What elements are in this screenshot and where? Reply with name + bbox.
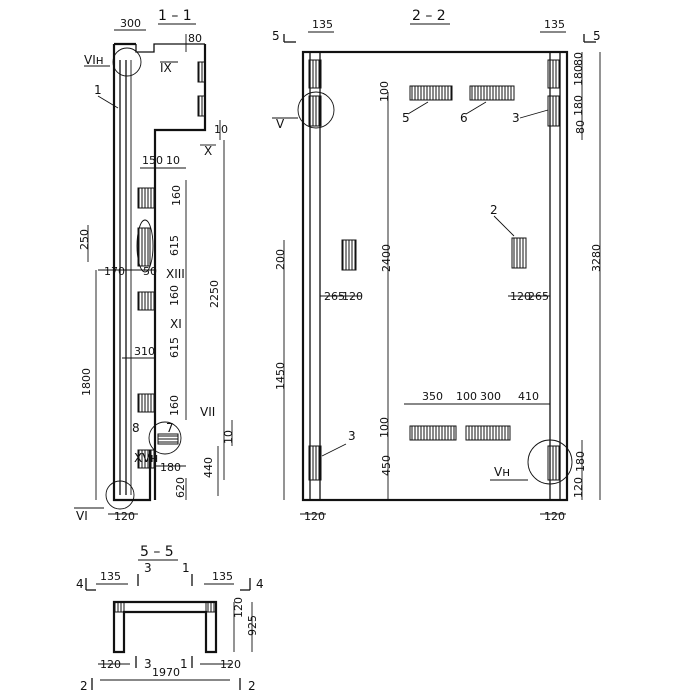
section-1-1: 1 – 1 300 80 10 150 10 bbox=[74, 8, 235, 523]
mark-x: X bbox=[204, 144, 212, 158]
svg-text:450: 450 bbox=[380, 455, 393, 476]
svg-text:180: 180 bbox=[572, 95, 585, 116]
svg-text:615: 615 bbox=[168, 235, 181, 256]
svg-text:120: 120 bbox=[544, 510, 565, 523]
detail-circle-vn bbox=[527, 439, 573, 485]
svg-text:160: 160 bbox=[170, 185, 183, 206]
svg-text:100: 100 bbox=[378, 81, 391, 102]
mark-3a: 3 bbox=[512, 111, 520, 125]
svg-text:120: 120 bbox=[510, 290, 531, 303]
svg-text:10: 10 bbox=[166, 154, 180, 167]
svg-text:265: 265 bbox=[324, 290, 345, 303]
section-2-2: 2 – 2 5 5 135 135 bbox=[272, 8, 603, 523]
mark-vi: VI bbox=[76, 509, 88, 523]
svg-text:300: 300 bbox=[480, 390, 501, 403]
svg-text:100: 100 bbox=[456, 390, 477, 403]
svg-text:350: 350 bbox=[422, 390, 443, 403]
svg-text:120: 120 bbox=[572, 477, 585, 498]
svg-text:120: 120 bbox=[342, 290, 363, 303]
mark-ix: IX bbox=[160, 61, 172, 75]
mark-7: 7 bbox=[166, 421, 174, 435]
detail-circle-vi bbox=[105, 480, 135, 510]
svg-text:1: 1 bbox=[182, 561, 190, 575]
svg-text:1450: 1450 bbox=[274, 362, 287, 390]
detail-circle-v bbox=[297, 91, 335, 129]
mark-5: 5 bbox=[402, 111, 410, 125]
svg-text:5: 5 bbox=[272, 29, 280, 43]
svg-text:170: 170 bbox=[104, 265, 125, 278]
svg-text:150: 150 bbox=[142, 154, 163, 167]
svg-text:180: 180 bbox=[574, 451, 587, 472]
svg-text:120: 120 bbox=[220, 658, 241, 671]
svg-text:3: 3 bbox=[144, 561, 152, 575]
svg-text:135: 135 bbox=[212, 570, 233, 583]
mark-v: V bbox=[276, 117, 285, 131]
mark-vin-top: VIн bbox=[84, 53, 104, 67]
svg-text:135: 135 bbox=[100, 570, 121, 583]
svg-text:135: 135 bbox=[312, 18, 333, 31]
svg-text:180: 180 bbox=[160, 461, 181, 474]
svg-text:4: 4 bbox=[256, 577, 264, 591]
mark-xiii: XIII bbox=[166, 267, 185, 281]
svg-text:4: 4 bbox=[76, 577, 84, 591]
svg-text:620: 620 bbox=[174, 477, 187, 498]
svg-text:200: 200 bbox=[274, 249, 287, 270]
section-5-5-title: 5 – 5 bbox=[140, 544, 174, 560]
svg-text:80: 80 bbox=[188, 32, 202, 45]
mark-6: 6 bbox=[460, 111, 468, 125]
svg-text:265: 265 bbox=[528, 290, 549, 303]
svg-text:160: 160 bbox=[168, 395, 181, 416]
svg-text:410: 410 bbox=[518, 390, 539, 403]
svg-text:10: 10 bbox=[214, 123, 228, 136]
svg-text:3: 3 bbox=[144, 657, 152, 671]
svg-text:2: 2 bbox=[248, 679, 256, 693]
detail-circle-7 bbox=[148, 421, 182, 455]
mark-8: 8 bbox=[132, 421, 140, 435]
mark-xi: XI bbox=[170, 317, 182, 331]
svg-text:120: 120 bbox=[114, 510, 135, 523]
svg-text:615: 615 bbox=[168, 337, 181, 358]
svg-text:1970: 1970 bbox=[152, 666, 180, 679]
svg-text:50: 50 bbox=[143, 265, 157, 278]
section-1-1-title: 1 – 1 bbox=[158, 8, 192, 24]
svg-text:1800: 1800 bbox=[80, 368, 93, 396]
mark-vn: Vн bbox=[494, 465, 510, 479]
svg-text:3280: 3280 bbox=[590, 244, 603, 272]
svg-text:310: 310 bbox=[134, 345, 155, 358]
svg-text:250: 250 bbox=[78, 229, 91, 250]
section-2-2-title: 2 – 2 bbox=[412, 8, 446, 24]
mark-2: 2 bbox=[490, 203, 498, 217]
svg-text:440: 440 bbox=[202, 457, 215, 478]
svg-text:300: 300 bbox=[120, 17, 141, 30]
svg-text:1: 1 bbox=[180, 657, 188, 671]
svg-text:5: 5 bbox=[593, 29, 601, 43]
svg-text:80: 80 bbox=[572, 52, 585, 66]
svg-text:10: 10 bbox=[222, 430, 235, 444]
mark-xvn: XVн bbox=[134, 451, 158, 465]
section-5-5: 5 – 5 4 4 135 135 3 1 120 925 120 120 3 … bbox=[76, 544, 264, 693]
svg-text:120: 120 bbox=[100, 658, 121, 671]
svg-text:925: 925 bbox=[246, 615, 259, 636]
mark-1: 1 bbox=[94, 83, 102, 97]
svg-text:120: 120 bbox=[304, 510, 325, 523]
mark-3b: 3 bbox=[348, 429, 356, 443]
svg-text:2400: 2400 bbox=[380, 244, 393, 272]
svg-text:2250: 2250 bbox=[208, 280, 221, 308]
svg-text:180: 180 bbox=[572, 65, 585, 86]
mark-vii: VII bbox=[200, 405, 215, 419]
svg-text:2: 2 bbox=[80, 679, 88, 693]
svg-text:120: 120 bbox=[232, 597, 245, 618]
svg-text:80: 80 bbox=[574, 120, 587, 134]
svg-text:160: 160 bbox=[168, 285, 181, 306]
svg-text:135: 135 bbox=[544, 18, 565, 31]
detail-circle-vin-top bbox=[112, 47, 142, 77]
svg-text:100: 100 bbox=[378, 417, 391, 438]
